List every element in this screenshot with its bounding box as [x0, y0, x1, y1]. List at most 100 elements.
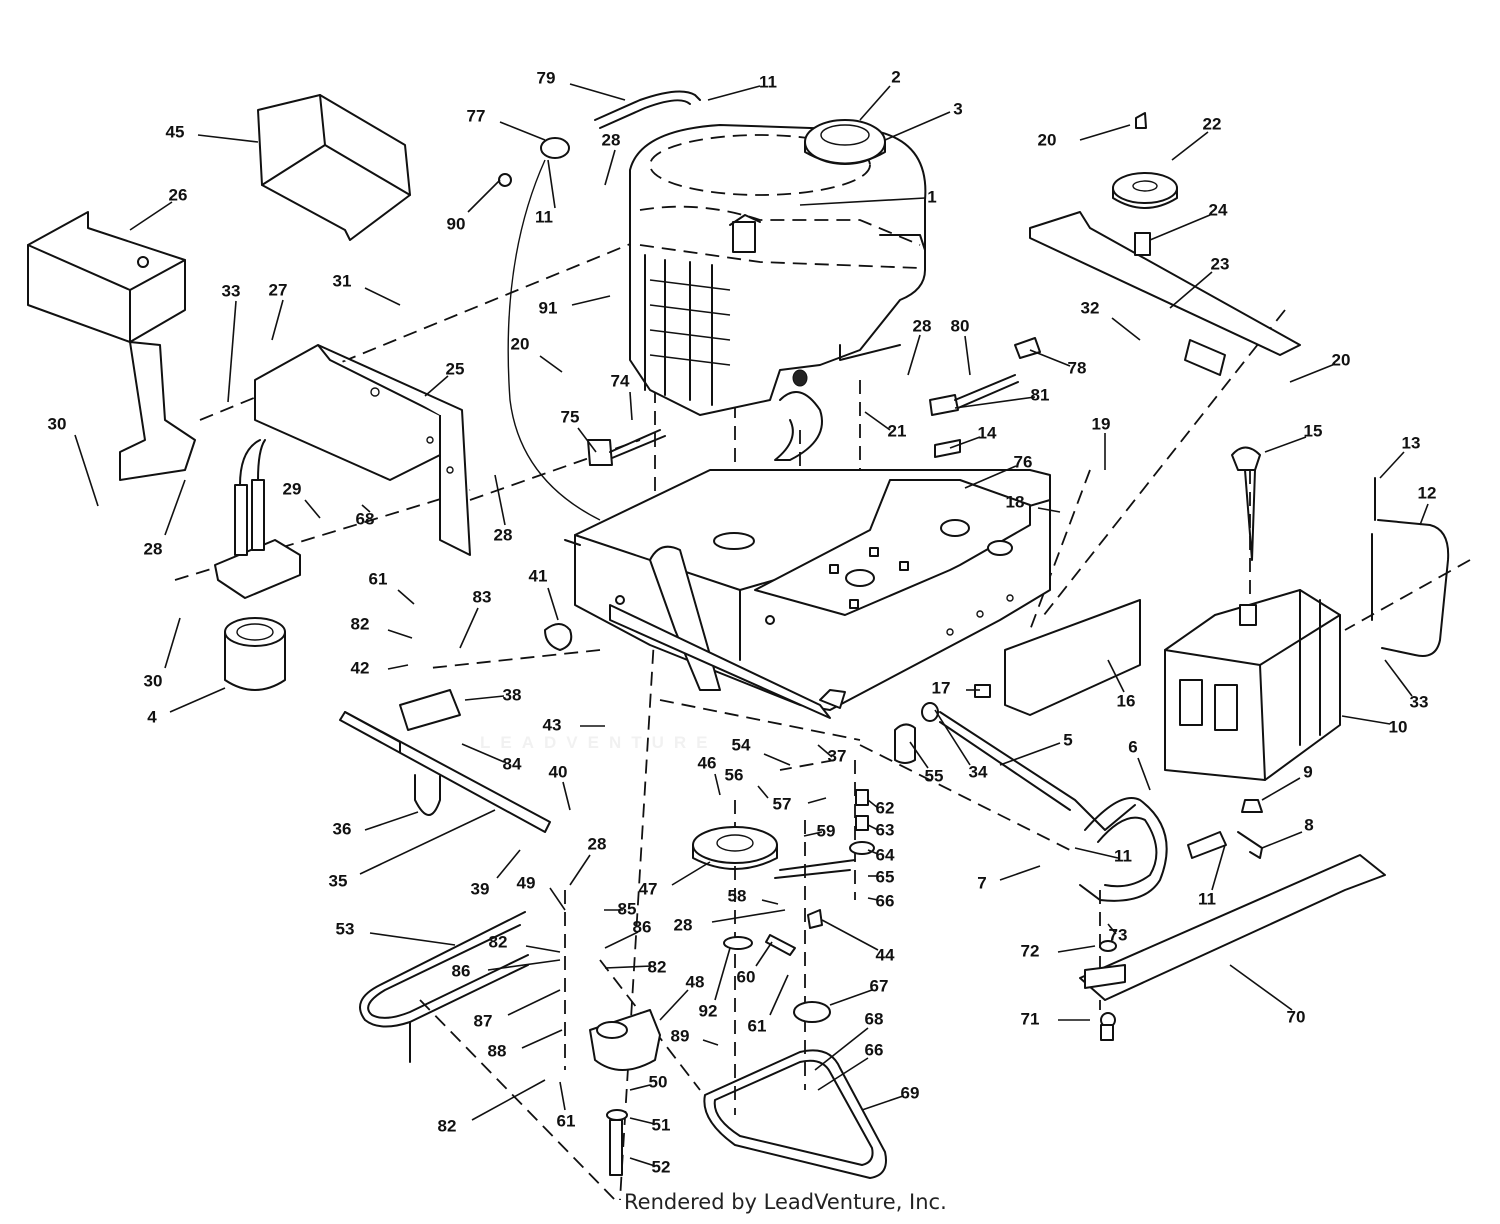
callout-67: 67 [829, 976, 888, 1006]
fuel-tank [1164, 446, 1341, 813]
callout-number: 87 [474, 1011, 493, 1030]
leader-line [1029, 349, 1071, 367]
leader-line [304, 499, 321, 519]
callout-number: 44 [876, 945, 895, 964]
leader-line [169, 687, 226, 713]
callout-14: 14 [949, 423, 997, 449]
callout-number: 39 [471, 879, 490, 898]
clutch-pulleys [399, 623, 875, 1176]
leader-line [934, 709, 971, 766]
callout-55: 55 [909, 741, 943, 785]
leader-line [467, 179, 501, 213]
callout-11: 11 [535, 159, 556, 226]
callout-16: 16 [1107, 659, 1136, 710]
callout-number: 78 [1068, 358, 1087, 377]
callout-number: 75 [561, 407, 580, 426]
callout-6: 6 [1128, 737, 1151, 791]
leader-line [471, 1079, 546, 1121]
callout-number: 28 [144, 539, 163, 558]
leader-line [164, 617, 181, 669]
callout-number: 34 [969, 762, 988, 781]
callout-57: 57 [773, 794, 827, 813]
callout-20: 20 [1038, 124, 1131, 149]
leader-line [909, 741, 929, 769]
callout-number: 20 [511, 334, 530, 353]
callout-80: 80 [951, 316, 971, 376]
leader-line [702, 1039, 719, 1046]
leader-line [867, 799, 879, 809]
callout-number: 76 [1014, 452, 1033, 471]
callout-number: 48 [686, 972, 705, 991]
callout-number: 26 [169, 185, 188, 204]
callout-number: 32 [1081, 298, 1100, 317]
callout-number: 11 [1198, 889, 1216, 908]
callout-38: 38 [464, 685, 521, 704]
callout-82: 82 [604, 957, 666, 976]
callout-number: 71 [1021, 1009, 1040, 1028]
callout-68: 68 [814, 1009, 883, 1071]
leader-line [1264, 436, 1307, 453]
callout-number: 41 [529, 566, 548, 585]
callout-number: 16 [1117, 691, 1136, 710]
callout-70: 70 [1229, 964, 1305, 1026]
leader-line [129, 201, 173, 231]
callout-49: 49 [517, 873, 566, 911]
callout-54: 54 [732, 735, 791, 766]
leader-line [821, 919, 879, 951]
callout-26: 26 [129, 185, 188, 231]
leader-line [464, 695, 505, 701]
callout-number: 14 [978, 423, 997, 442]
leader-line [459, 607, 479, 649]
callout-20: 20 [1289, 350, 1350, 383]
callout-82: 82 [489, 932, 561, 953]
leader-line [1137, 757, 1151, 791]
leader-line [397, 589, 415, 605]
callout-11: 11 [707, 72, 777, 101]
callout-number: 1 [927, 187, 936, 206]
callout-number: 35 [329, 871, 348, 890]
leader-line [369, 932, 456, 946]
callout-number: 47 [639, 879, 658, 898]
callout-30: 30 [144, 617, 181, 690]
leader-line [1419, 503, 1429, 526]
leader-line [711, 909, 786, 923]
leader-line [525, 945, 561, 953]
callout-85: 85 [604, 899, 636, 918]
callout-number: 56 [725, 765, 744, 784]
leader-line [499, 121, 546, 141]
leader-line [521, 1029, 563, 1049]
callout-number: 11 [535, 207, 553, 226]
callout-number: 20 [1038, 130, 1057, 149]
engine-assembly [629, 119, 927, 461]
leader-line [1149, 214, 1211, 241]
leader-line [1211, 844, 1226, 891]
callout-number: 28 [588, 834, 607, 853]
leader-line [803, 831, 823, 837]
leader-line [227, 300, 237, 403]
watermark-text: LEADVENTURE [480, 733, 718, 752]
callout-61: 61 [557, 1081, 575, 1130]
callout-92: 92 [699, 947, 731, 1020]
callout-83: 83 [459, 587, 491, 649]
leader-line [1107, 659, 1125, 693]
leader-line [829, 989, 873, 1006]
callout-60: 60 [737, 941, 773, 986]
tank-bracket [1371, 477, 1450, 657]
callout-15: 15 [1264, 421, 1322, 453]
callout-8: 8 [1261, 815, 1314, 849]
left-brackets [27, 94, 471, 556]
callout-number: 8 [1304, 815, 1313, 834]
callout-28: 28 [674, 909, 786, 934]
leader-line [487, 959, 561, 971]
callout-77: 77 [467, 106, 546, 141]
callout-51: 51 [629, 1115, 670, 1134]
callout-76: 76 [964, 452, 1033, 489]
leader-line [807, 797, 827, 804]
leader-line [1229, 964, 1293, 1011]
callout-91: 91 [539, 295, 611, 317]
callout-number: 28 [674, 915, 693, 934]
callout-number: 86 [452, 961, 471, 980]
callout-75: 75 [561, 407, 597, 453]
callout-47: 47 [639, 861, 711, 898]
callout-33: 33 [222, 281, 240, 403]
